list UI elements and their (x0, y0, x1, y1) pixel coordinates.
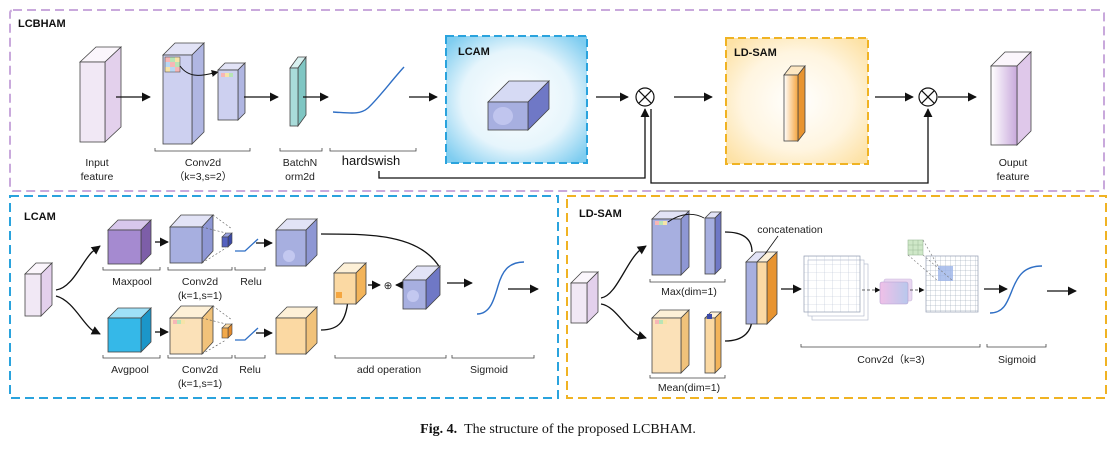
lcam-module-title: LCAM (458, 46, 490, 58)
conv2d-input-block (162, 42, 205, 145)
ldsam-max-output-block (704, 211, 722, 275)
lcbham-title: LCBHAM (18, 18, 66, 30)
ldsam-max-input-block (651, 210, 690, 276)
ldsam-sigmoid-label: Sigmoid (998, 354, 1036, 366)
lcam-module-box (445, 35, 588, 164)
add-operation-label: add operation (357, 364, 421, 376)
output-label-line1: Ouput (999, 157, 1028, 169)
ldsam-max-bracket (649, 279, 726, 283)
output-feature-block (990, 51, 1032, 146)
output-label-line2: feature (997, 171, 1030, 183)
add-plus-symbol: ⊕ (384, 280, 393, 292)
add-operation-bracket (334, 355, 447, 359)
conv2d-bracket (154, 148, 251, 152)
lcam-sigmoid-label: Sigmoid (470, 364, 508, 376)
relu-top-label: Relu (240, 276, 262, 288)
concatenation-block (745, 251, 778, 325)
relu-top-curve (235, 238, 259, 252)
lcam-conv-top-label-2: (k=1,s=1) (178, 290, 222, 302)
batchnorm-block (289, 55, 307, 128)
concatenation-pointer (764, 235, 779, 255)
relu-top-bracket (234, 267, 266, 271)
hardswish-curve (332, 66, 405, 114)
add-result-block (402, 265, 441, 310)
hardswish-bracket (329, 148, 417, 152)
relu-bottom-label: Relu (239, 364, 261, 376)
concatenation-label: concatenation (757, 224, 823, 236)
ldsam-kernel-grid (907, 239, 954, 282)
conv2d-label-line1: Conv2d (185, 157, 221, 169)
lcam-branch-up (55, 245, 101, 291)
lcam-detail-frame (9, 195, 559, 399)
lcam-conv-top-label-1: Conv2d (182, 276, 218, 288)
lcbham-diagram: LCBHAM Input feature Conv2d （k=3,s=2） Ba… (9, 9, 1107, 399)
lcam-sigmoid-bracket (451, 355, 535, 359)
maxpool-bracket (102, 267, 161, 271)
lcam-conv-bottom-bracket (167, 355, 233, 359)
caption-text: The structure of the proposed LCBHAM. (464, 422, 696, 437)
lcam-sigmoid-curve (476, 261, 525, 315)
ldsam-output-grid (925, 255, 979, 313)
ldsam-input-grid (803, 255, 869, 321)
avgpool-block (107, 307, 152, 353)
input-label-line2: feature (81, 171, 114, 183)
batchnorm-label-line1: BatchN (283, 157, 317, 169)
skip-connection-to-mult2 (650, 108, 933, 184)
maxpool-label: Maxpool (112, 276, 152, 288)
conv2d-label-line2: （k=3,s=2） (174, 171, 232, 183)
lcam-input-block (24, 262, 53, 317)
lcam-conv-bottom-label-1: Conv2d (182, 364, 218, 376)
lcam-conv-bottom-label-2: (k=1,s=1) (178, 378, 222, 390)
relu-bottom-bracket (234, 355, 266, 359)
lcam-conv-top-block (169, 213, 233, 265)
lcam-branch-down (55, 295, 101, 335)
hardswish-label: hardswish (342, 153, 401, 168)
ldsam-max-curve (667, 213, 705, 223)
add-intermediate-block (333, 262, 367, 305)
input-feature-block (78, 46, 123, 143)
lcbham-frame (9, 9, 1105, 192)
ldsam-mean-label: Mean(dim=1) (658, 382, 720, 394)
lcam-bottom-feature-block (275, 306, 318, 355)
ldsam-max-label: Max(dim=1) (661, 286, 717, 298)
batchnorm-bracket (279, 148, 323, 152)
lcam-conv-bottom-block (169, 304, 233, 356)
avgpool-bracket (102, 355, 161, 359)
ldsam-conv-label: Conv2d（k=3) (857, 354, 924, 366)
lcam-conv-top-bracket (167, 267, 233, 271)
ldsam-max-to-concat (724, 231, 753, 253)
conv2d-output-block (217, 62, 246, 121)
ldsam-mean-output-block (704, 311, 722, 374)
ldsam-branch-up (600, 245, 647, 299)
ldsam-mean-input-block (651, 309, 690, 374)
skip-connection-to-mult1 (378, 108, 650, 179)
maxpool-block (107, 219, 152, 265)
ldsam-input-block (570, 271, 599, 324)
ldsam-sigmoid-bracket (986, 344, 1047, 348)
lcam-merge-top-curve (320, 233, 441, 269)
figure-caption: Fig. 4. The structure of the proposed LC… (0, 422, 1116, 438)
lcam-merge-bottom-curve (320, 299, 349, 331)
relu-bottom-curve (235, 327, 259, 341)
multiply-node-1 (635, 87, 655, 107)
ldsam-conv-bracket (800, 344, 981, 348)
lcam-detail-title: LCAM (24, 211, 56, 223)
lcam-top-feature-block (275, 218, 318, 267)
multiply-node-2 (918, 87, 938, 107)
ldsam-module-title: LD-SAM (734, 47, 777, 59)
input-label-line1: Input (85, 157, 108, 169)
avgpool-label: Avgpool (111, 364, 149, 376)
conv-kernel-curve (179, 65, 219, 77)
ldsam-mean-bracket (649, 375, 726, 379)
ldsam-branch-down (600, 303, 647, 340)
ldsam-kernel-block (879, 278, 913, 305)
ldsam-detail-frame (566, 195, 1107, 399)
ldsam-detail-title: LD-SAM (579, 208, 622, 220)
lcam-module-cube (487, 80, 550, 131)
caption-prefix: Fig. 4. (420, 422, 458, 437)
ldsam-sigmoid-curve (989, 265, 1043, 314)
batchnorm-label-line2: orm2d (285, 171, 315, 183)
ldsam-module-slab (783, 64, 806, 143)
